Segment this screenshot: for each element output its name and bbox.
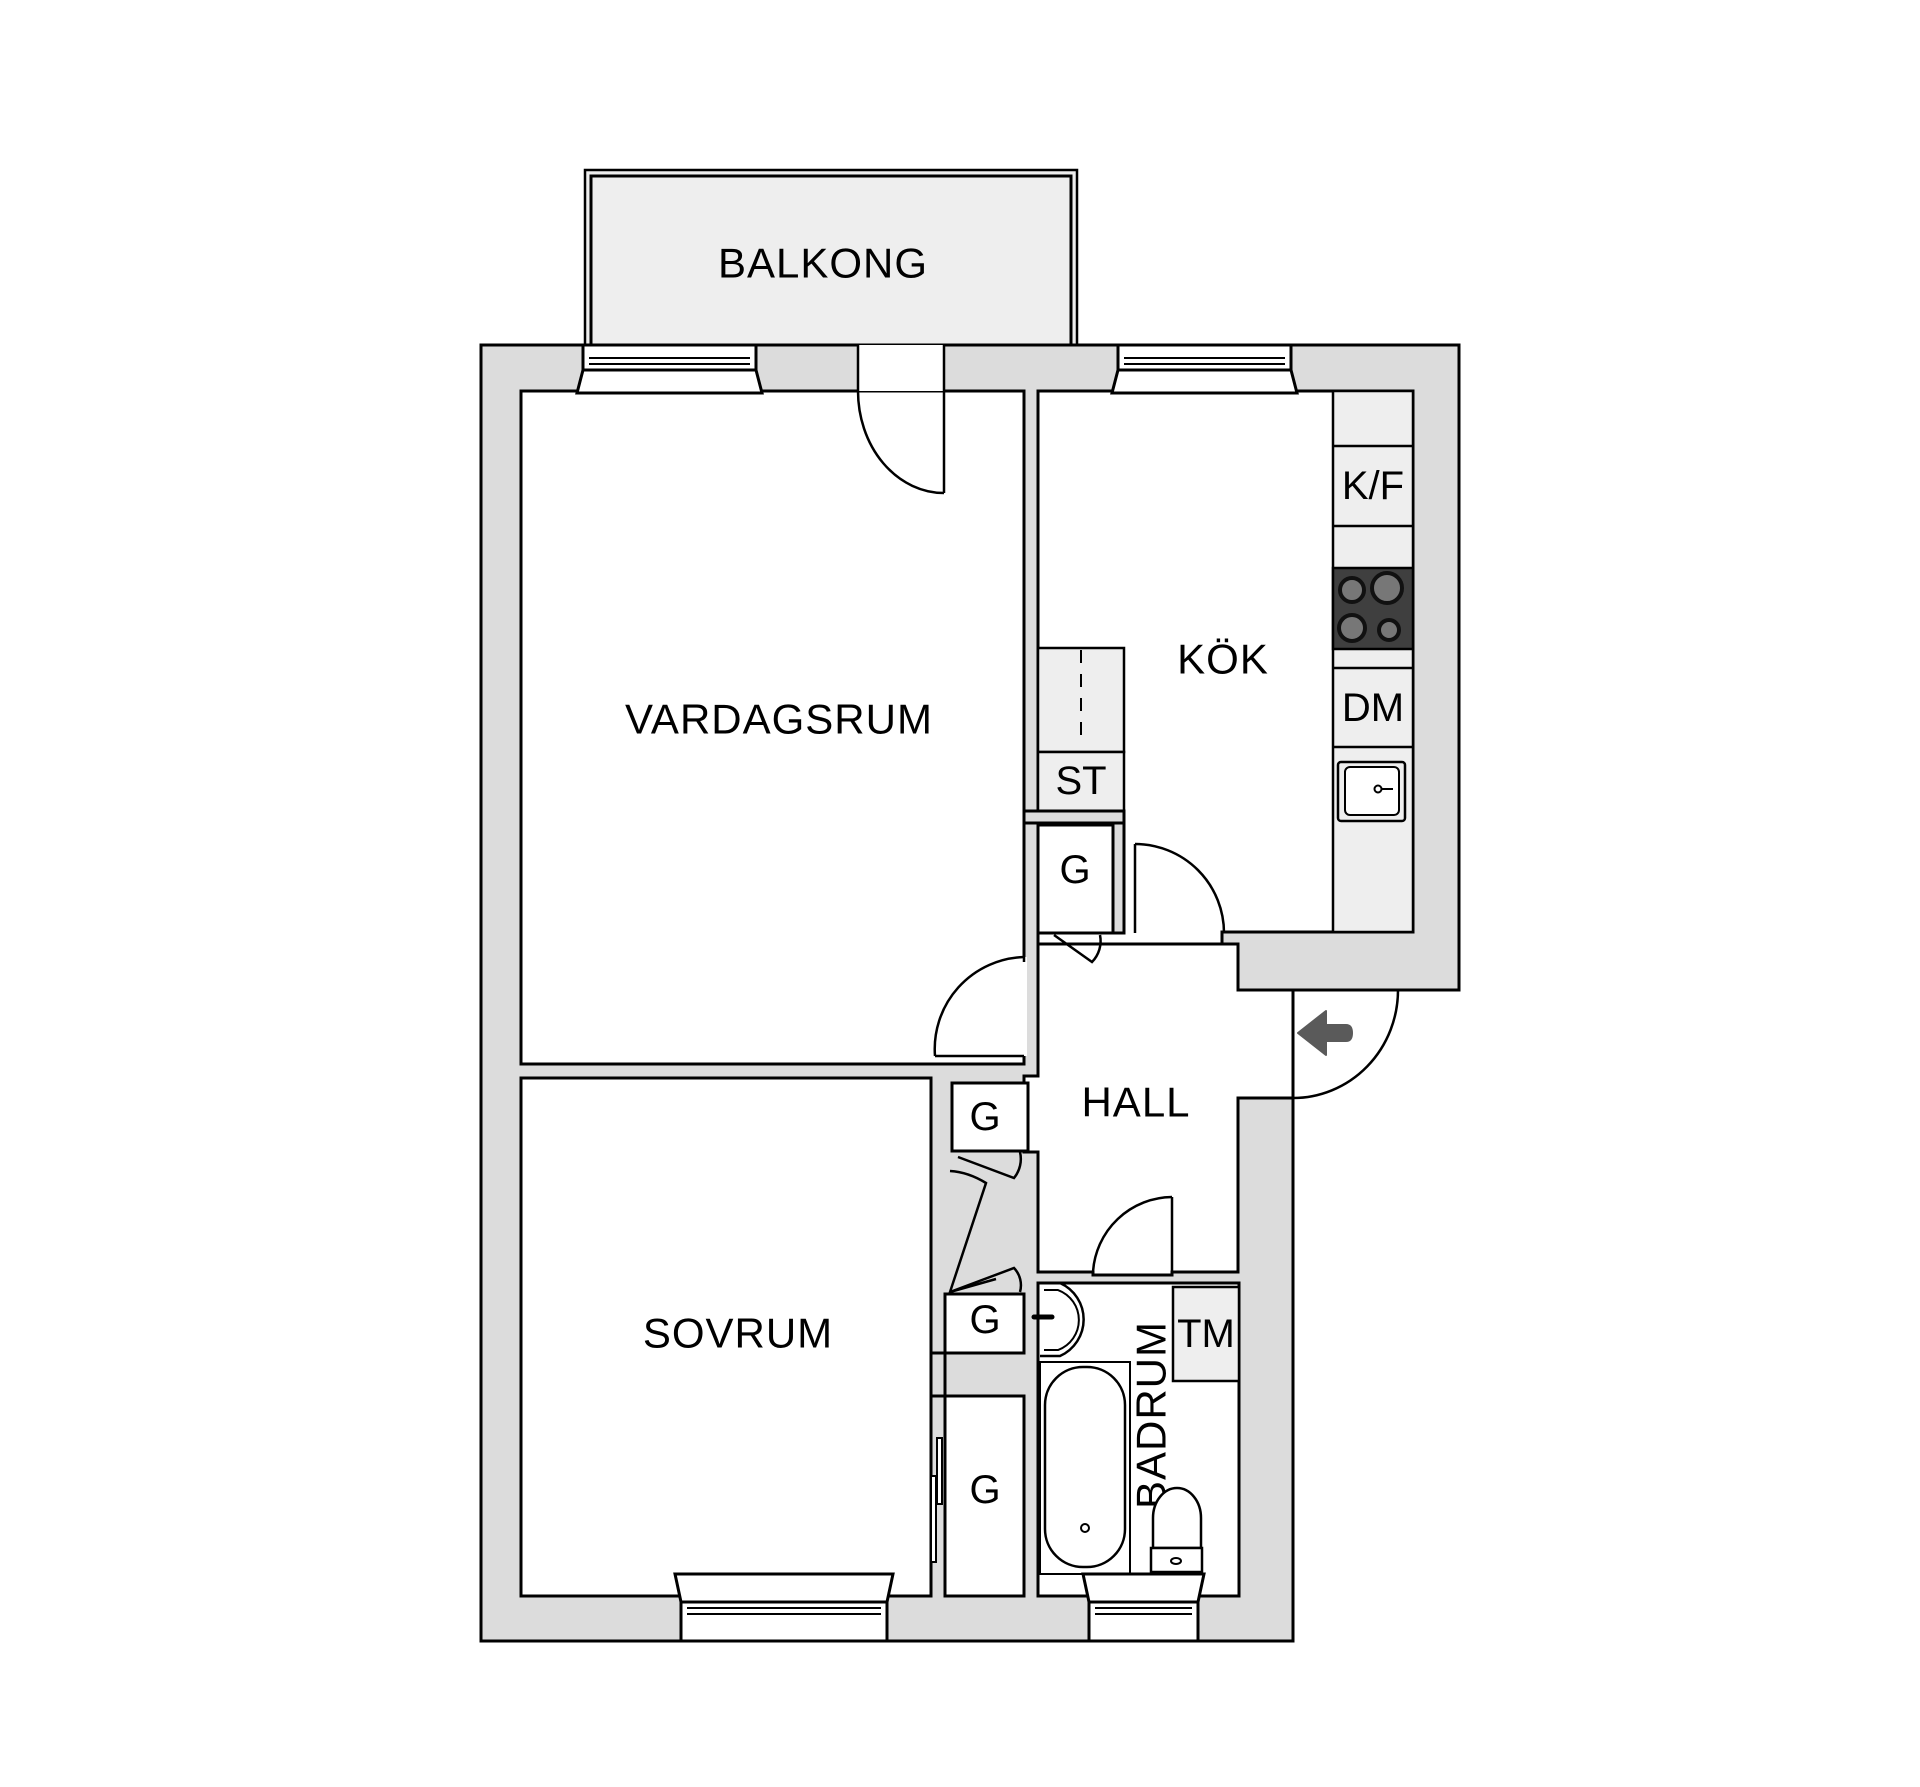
vardagsrum-door[interactable] <box>933 955 1027 1058</box>
unit-label-g-hall-lower: G <box>969 1298 1000 1342</box>
window-vardagsrum <box>575 343 764 395</box>
entrance-arrow-icon <box>1297 1010 1353 1056</box>
sovrum-door[interactable] <box>948 1169 997 1294</box>
kitchen-door[interactable] <box>1133 842 1226 934</box>
badrum-door[interactable] <box>1091 1195 1174 1273</box>
closet-door-kitchen[interactable] <box>1053 933 1102 964</box>
tm-unit: TM <box>1171 1285 1241 1383</box>
kitchen-counter: K/F DM <box>1331 389 1415 934</box>
balcony: BALKONG <box>583 168 1079 348</box>
window-badrum <box>1081 1572 1206 1643</box>
closet-hall-lower <box>943 1292 1026 1355</box>
room-label-kok: KÖK <box>1177 636 1269 683</box>
stove-icon <box>1331 566 1415 651</box>
bathtub-icon <box>1043 1365 1127 1569</box>
unit-label-g-hall-upper: G <box>969 1095 1000 1139</box>
washbasin-icon <box>1031 1281 1085 1358</box>
unit-label-st: ST <box>1055 759 1106 803</box>
window-sovrum <box>673 1572 895 1643</box>
unit-label-tm: TM <box>1177 1312 1235 1356</box>
closet-door-hall-lower[interactable] <box>949 1266 1023 1294</box>
unit-label-g-kitchen: G <box>1059 848 1090 892</box>
room-vardagsrum <box>519 389 1026 1066</box>
room-label-sovrum: SOVRUM <box>643 1310 833 1357</box>
toilet-icon <box>1149 1486 1204 1574</box>
room-label-hall: HALL <box>1081 1079 1190 1126</box>
sink-icon <box>1336 760 1407 823</box>
closet-bedroom <box>943 1394 1026 1598</box>
unit-label-g-bedroom: G <box>969 1468 1000 1512</box>
room-label-vardagsrum: VARDAGSRUM <box>625 696 933 743</box>
balcony-door[interactable] <box>856 345 946 495</box>
bathtub-frame <box>1039 1361 1131 1575</box>
closet-hall-upper <box>950 1081 1030 1153</box>
unit-label-dm: DM <box>1342 686 1404 730</box>
window-kok <box>1110 343 1299 395</box>
room-label-badrum-text: BADRUM <box>1128 1321 1175 1509</box>
kitchen-st-unit: ST <box>1036 646 1126 813</box>
closet-door-hall-upper[interactable] <box>957 1151 1023 1180</box>
room-sovrum <box>519 1076 933 1598</box>
entrance-door[interactable] <box>1291 988 1400 1100</box>
unit-label-kf: K/F <box>1342 464 1404 508</box>
room-label-balkong: BALKONG <box>718 240 928 287</box>
wardrobe-sliding-doors[interactable] <box>930 1437 943 1563</box>
